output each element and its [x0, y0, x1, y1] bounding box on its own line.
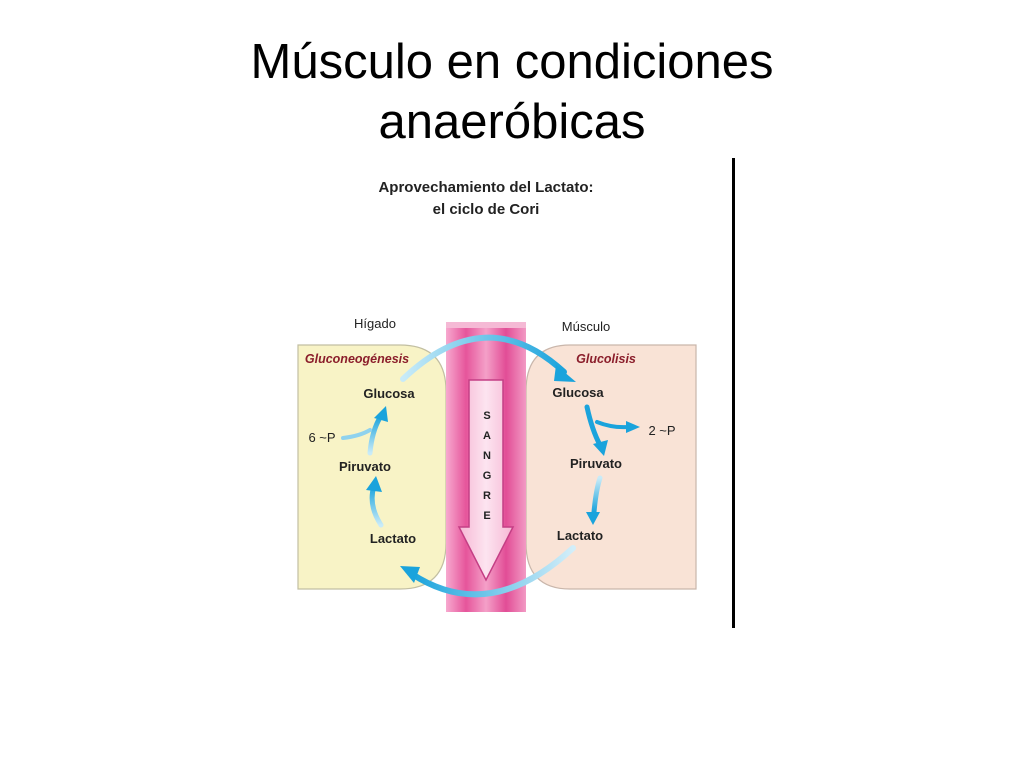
muscle-lactate-label: Lactato — [557, 528, 603, 543]
lactate-to-pyruvate-arrow-head — [366, 476, 382, 492]
sangre-letter-3: N — [483, 450, 491, 462]
glucose-to-pyruvate-arrow-head — [593, 440, 608, 456]
glucose-transport-arrow-head — [554, 365, 576, 382]
pyruvate-to-lactate-arrow — [591, 475, 603, 515]
figure-title-line-1: Aprovechamiento del Lactato: — [378, 179, 593, 196]
liver-lactate-label: Lactato — [370, 531, 416, 546]
liver-atp-label: 6 ~P — [308, 430, 335, 445]
pyruvate-to-lactate-arrow-head — [586, 512, 600, 525]
liver-pyruvate-label: Piruvato — [339, 459, 391, 474]
blood-flow-arrow — [457, 379, 515, 582]
glycolysis-label: Glucolisis — [576, 352, 636, 366]
atp-output-arrow-head — [626, 421, 640, 433]
sangre-letter-4: G — [483, 470, 492, 482]
lactate-transport-arrow — [409, 545, 576, 598]
blood-vessel-top-rim — [446, 322, 526, 328]
figure-title-line-2: el ciclo de Cori — [433, 201, 540, 218]
pyruvate-to-glucose-arrow-head — [374, 406, 388, 422]
atp-output-arrow — [595, 420, 630, 430]
atp-input-arrow — [341, 428, 372, 440]
slide-title-line-2: anaeróbicas — [378, 95, 646, 149]
sangre-letter-5: R — [483, 490, 491, 502]
muscle-pyruvate-label: Piruvato — [570, 456, 622, 471]
lactate-transport-arrow-head — [400, 566, 420, 583]
muscle-glucose-label: Glucosa — [552, 385, 604, 400]
glucose-transport-arrow — [400, 334, 567, 382]
sangre-letter-2: A — [483, 430, 491, 442]
liver-label: Hígado — [354, 316, 396, 331]
sangre-letter-1: S — [483, 410, 490, 422]
glucose-to-pyruvate-arrow — [584, 404, 603, 448]
muscle-atp-label: 2 ~P — [648, 423, 675, 438]
liver-glucose-label: Glucosa — [363, 386, 415, 401]
slide-title: Músculo en condiciones anaeróbicas — [0, 32, 1024, 152]
vertical-divider-line — [732, 158, 735, 628]
slide-title-line-1: Músculo en condiciones — [250, 35, 774, 89]
gluconeogenesis-label: Gluconeogénesis — [305, 352, 409, 366]
sangre-letter-6: E — [483, 510, 490, 522]
muscle-label: Músculo — [562, 319, 610, 334]
